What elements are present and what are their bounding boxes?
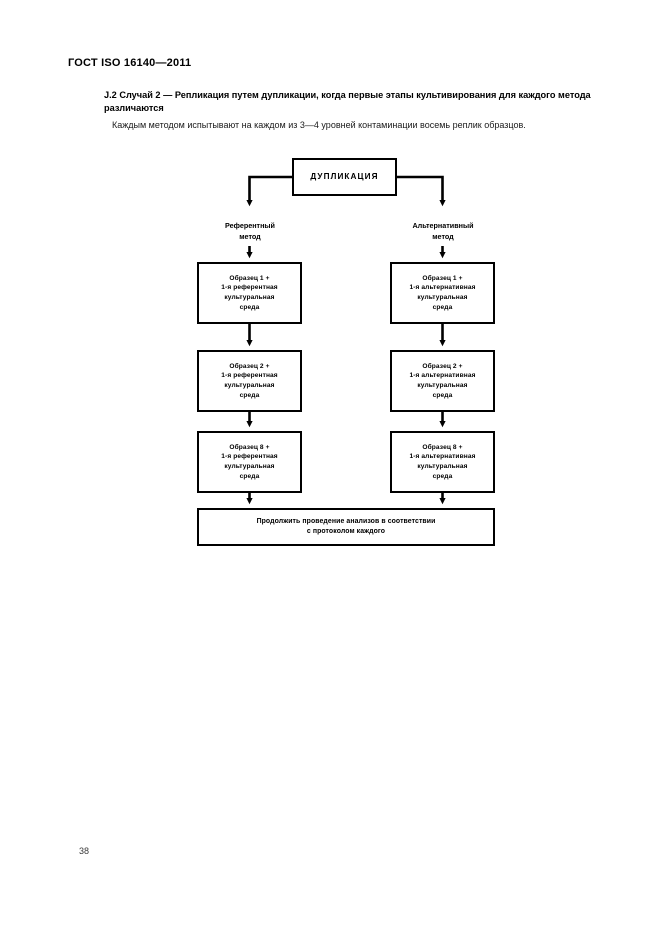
node-reference-sample-1: Образец 1 + 1-я референтная культуральна…	[197, 262, 302, 324]
branch-label-alternative-method: Альтернативный метод	[412, 221, 474, 241]
clause-heading: J.2 Случай 2 — Репликация путем дупликац…	[104, 90, 591, 113]
node-duplication-label: ДУПЛИКАЦИЯ	[310, 172, 379, 182]
node-reference-sample-2-label: Образец 2 + 1-я референтная культуральна…	[221, 362, 278, 399]
node-continue-analysis-label: Продолжить проведение анализов в соответ…	[256, 517, 436, 535]
branch-label-reference-method: Референтный метод	[225, 221, 275, 241]
node-reference-sample-1-label: Образец 1 + 1-я референтная культуральна…	[221, 274, 278, 311]
node-reference-sample-2: Образец 2 + 1-я референтная культуральна…	[197, 350, 302, 412]
page-number: 38	[79, 846, 90, 856]
node-alternative-sample-8-label: Образец 8 + 1-я альтернативная культурал…	[409, 443, 476, 480]
node-reference-sample-8-label: Образец 8 + 1-я референтная культуральна…	[221, 443, 278, 480]
document-header: ГОСТ ISO 16140—2011	[68, 57, 192, 69]
node-alternative-sample-2: Образец 2 + 1-я альтернативная культурал…	[390, 350, 495, 412]
connector-root-to-reference	[246, 175, 292, 207]
node-duplication: ДУПЛИКАЦИЯ	[292, 158, 397, 196]
node-alternative-sample-1-label: Образец 1 + 1-я альтернативная культурал…	[409, 274, 476, 311]
connector-root-to-alternative	[397, 175, 446, 207]
node-alternative-sample-2-label: Образец 2 + 1-я альтернативная культурал…	[409, 362, 476, 399]
node-alternative-sample-8: Образец 8 + 1-я альтернативная культурал…	[390, 431, 495, 493]
node-continue-analysis: Продолжить проведение анализов в соответ…	[197, 508, 495, 546]
body-paragraph: Каждым методом испытывают на каждом из 3…	[112, 120, 526, 130]
node-alternative-sample-1: Образец 1 + 1-я альтернативная культурал…	[390, 262, 495, 324]
node-reference-sample-8: Образец 8 + 1-я референтная культуральна…	[197, 431, 302, 493]
